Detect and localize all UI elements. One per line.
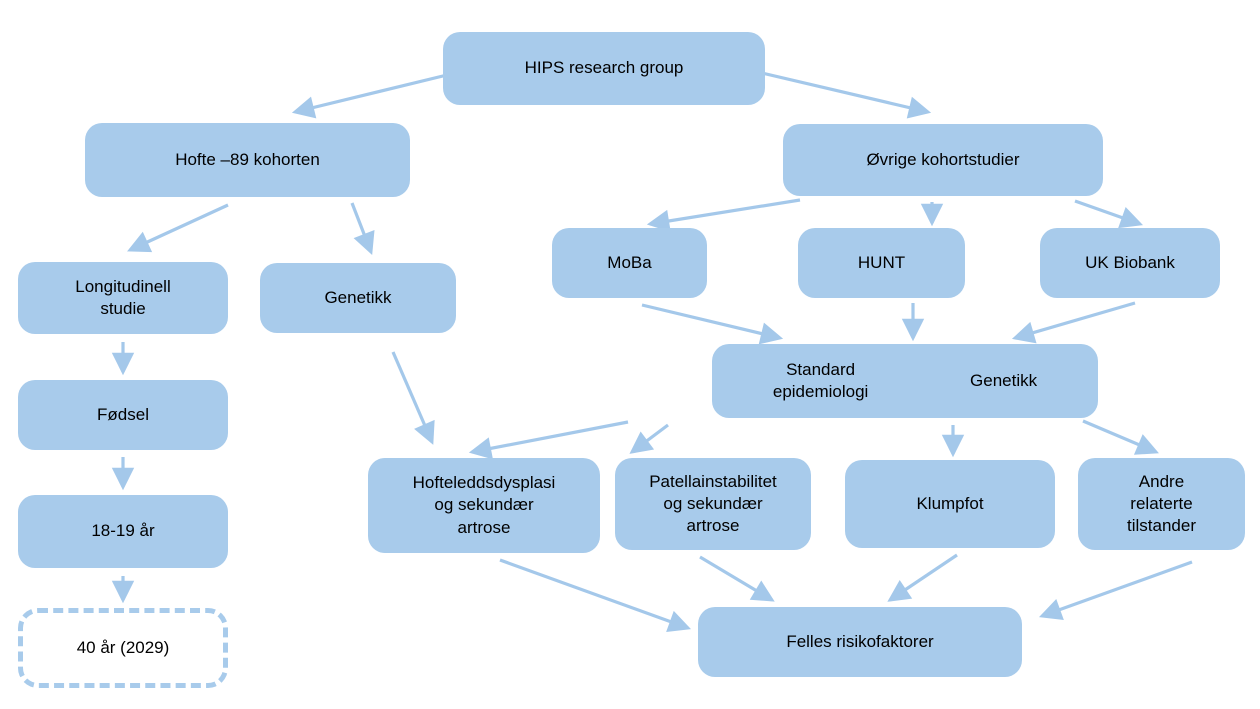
node-18-19-ar: 18-19 år [18, 495, 228, 568]
node-label: Standard epidemiologi [772, 359, 869, 401]
arrow-klumpfot-to-felles-risikofaktorer [887, 553, 958, 602]
node-label: HIPS research group [524, 58, 684, 78]
arrow-hofteleddsdysplasi-to-felles-risikofaktorer [499, 558, 692, 633]
node-patellainstabilitet: Patellainstabilitet og sekundær artrose [615, 458, 811, 550]
node-moba: MoBa [552, 228, 707, 298]
node-hofte-89-kohorten: Hofte –89 kohorten [85, 123, 410, 197]
node-label: HUNT [857, 252, 906, 272]
node-label: Longitudinell studie [75, 276, 171, 318]
node-uk-biobank: UK Biobank [1040, 228, 1220, 298]
arrow-ovrige-kohortstudier-to-uk-biobank [1074, 199, 1144, 229]
node-andre-relaterte: Andre relaterte tilstander [1078, 458, 1245, 550]
node-40-ar-2029: 40 år (2029) [18, 608, 228, 688]
arrow-genetikk-hofte-to-hofteleddsdysplasi [391, 351, 435, 445]
arrow-standard-epi-genetikk-to-hofteleddsdysplasi [468, 420, 629, 460]
node-fodsel: Fødsel [18, 380, 228, 450]
node-label: Hofte –89 kohorten [175, 149, 320, 169]
arrow-uk-biobank-to-standard-epi-genetikk [1011, 301, 1136, 344]
node-felles-risikofaktorer: Felles risikofaktorer [698, 607, 1022, 677]
node-label: MoBa [607, 252, 652, 272]
node-hunt: HUNT [798, 228, 965, 298]
node-label: Patellainstabilitet og sekundær artrose [649, 471, 777, 536]
node-label: Fødsel [97, 404, 149, 424]
node-ovrige-kohortstudier: Øvrige kohortstudier [783, 124, 1103, 196]
arrow-andre-relaterte-to-felles-risikofaktorer [1038, 560, 1193, 621]
arrow-standard-epi-genetikk-to-patellainstabilitet [629, 423, 669, 454]
node-label: Klumpfot [916, 493, 984, 513]
node-label: 18-19 år [91, 521, 155, 541]
node-label-secondary: Genetikk [970, 370, 1038, 390]
arrow-hips-research-group-to-hofte-89-kohorten [291, 73, 448, 119]
arrow-hofte-89-kohorten-to-genetikk-hofte [350, 202, 375, 255]
node-klumpfot: Klumpfot [845, 460, 1055, 548]
node-standard-epi-genetikk: Standard epidemiologi Genetikk [712, 344, 1098, 418]
node-label: Genetikk [324, 287, 392, 307]
node-label: 40 år (2029) [76, 637, 170, 657]
node-longitudinell-studie: Longitudinell studie [18, 262, 228, 334]
node-hips-research-group: HIPS research group [443, 32, 765, 105]
node-label: Hofteleddsdysplasi og sekundær artrose [412, 473, 556, 537]
node-label: UK Biobank [1085, 252, 1175, 272]
node-label: Øvrige kohortstudier [866, 149, 1020, 169]
arrow-standard-epi-genetikk-to-andre-relaterte [1082, 419, 1159, 455]
node-label: Andre relaterte tilstander [1127, 471, 1196, 536]
node-hofteleddsdysplasi: Hofteleddsdysplasi og sekundær artrose [368, 458, 600, 553]
arrow-moba-to-standard-epi-genetikk [641, 303, 784, 345]
node-label: Felles risikofaktorer [786, 631, 934, 651]
arrow-hofte-89-kohorten-to-longitudinell-studie [127, 203, 229, 253]
node-genetikk-hofte: Genetikk [260, 263, 456, 333]
arrow-hips-research-group-to-ovrige-kohortstudier [761, 71, 932, 119]
arrow-patellainstabilitet-to-felles-risikofaktorer [699, 555, 775, 602]
arrow-ovrige-kohortstudier-to-moba [646, 198, 801, 233]
